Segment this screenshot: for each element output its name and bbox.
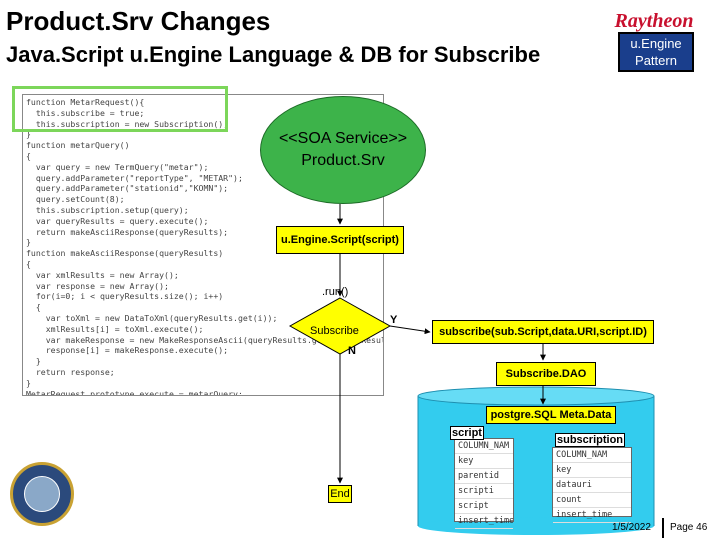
code-line: query.setCount(8); [26, 194, 125, 205]
code-line: for(i=0; i < queryResults.size(); i++) [26, 291, 224, 302]
page-number: Page 46 [670, 522, 708, 533]
code-line: var query = new TermQuery("metar"); [26, 161, 209, 172]
footer-separator [662, 518, 664, 538]
service-stereotype: <<SOA Service>> [278, 130, 408, 147]
no-branch-label: N [348, 345, 356, 357]
subscribe-dao-box: Subscribe.DAO [496, 362, 596, 386]
table-column-row: insert_time [455, 514, 513, 529]
code-line: { [26, 302, 41, 313]
code-line: var queryResults = query.execute(); [26, 215, 209, 226]
table-column-row: COLUMN_NAM [455, 439, 513, 454]
code-line: this.subscribe = true; [26, 107, 145, 118]
code-line: return response; [26, 366, 115, 377]
code-line: query.addParameter("reportType", "METAR"… [26, 172, 243, 183]
code-line: function makeAsciiResponse(queryResults) [26, 248, 224, 259]
run-label: .run() [322, 286, 349, 298]
code-line: var xmlResults = new Array(); [26, 269, 179, 280]
table-column-row: parentid [455, 469, 513, 484]
service-name: Product.Srv [301, 152, 385, 169]
table-column-row: key [455, 454, 513, 469]
code-line: var toXml = new DataToXml(queryResults.g… [26, 312, 278, 323]
table-column-row: COLUMN_NAM [553, 448, 631, 463]
code-line: { [26, 150, 31, 161]
table-column-row: count [553, 493, 631, 508]
code-line: { [26, 258, 31, 269]
script-call-box: u.Engine.Script(script) [276, 226, 404, 254]
code-highlight-box [12, 86, 228, 132]
code-line: } [26, 377, 31, 388]
page-title: Product.Srv Changes [6, 6, 271, 36]
yes-branch-label: Y [390, 314, 398, 326]
soa-service-node: <<SOA Service>> Product.Srv [260, 96, 426, 204]
code-line: response[i] = makeResponse.execute(); [26, 345, 229, 356]
brand-logo: Raytheon [614, 10, 694, 32]
code-line: } [26, 356, 41, 367]
code-line: } [26, 237, 31, 248]
code-line: xmlResults[i] = toXml.execute(); [26, 323, 204, 334]
table-column-row: scripti [455, 484, 513, 499]
database-title: postgre.SQL Meta.Data [486, 406, 616, 424]
decision-label: Subscribe [310, 325, 359, 337]
subscribe-call-box: subscribe(sub.Script,data.URI,script.ID) [432, 320, 654, 344]
table-column-row: key [553, 463, 631, 478]
code-line: } [26, 129, 31, 140]
pattern-line-1: u.Engine [630, 36, 682, 51]
code-line: this.subscription = new Subscription(); [26, 118, 229, 129]
code-line: MetarRequest.prototype.execute = metarQu… [26, 388, 243, 396]
pattern-badge: u.Engine Pattern [618, 32, 694, 72]
table-column-row: insert_time [553, 508, 631, 523]
page-subtitle: Java.Script u.Engine Language & DB for S… [6, 42, 541, 67]
code-line: this.subscription.setup(query); [26, 204, 189, 215]
pattern-line-2: Pattern [635, 53, 677, 68]
code-line: function MetarRequest(){ [26, 97, 145, 107]
subscription-table-name: subscription [555, 433, 626, 447]
code-line: function metarQuery() [26, 140, 130, 151]
code-line: return makeAsciiResponse(queryResults); [26, 226, 229, 237]
table-column-row: script [455, 499, 513, 514]
footer-date: 1/5/2022 [612, 522, 651, 533]
code-line: var response = new Array(); [26, 280, 169, 291]
script-table-name: script [450, 426, 484, 440]
code-line: query.addParameter("stationid","KOMN"); [26, 183, 229, 194]
table-column-row: datauri [553, 478, 631, 493]
seal-center [24, 476, 60, 512]
code-line: var makeResponse = new MakeResponseAscii… [26, 334, 384, 345]
end-node: End [328, 485, 352, 503]
